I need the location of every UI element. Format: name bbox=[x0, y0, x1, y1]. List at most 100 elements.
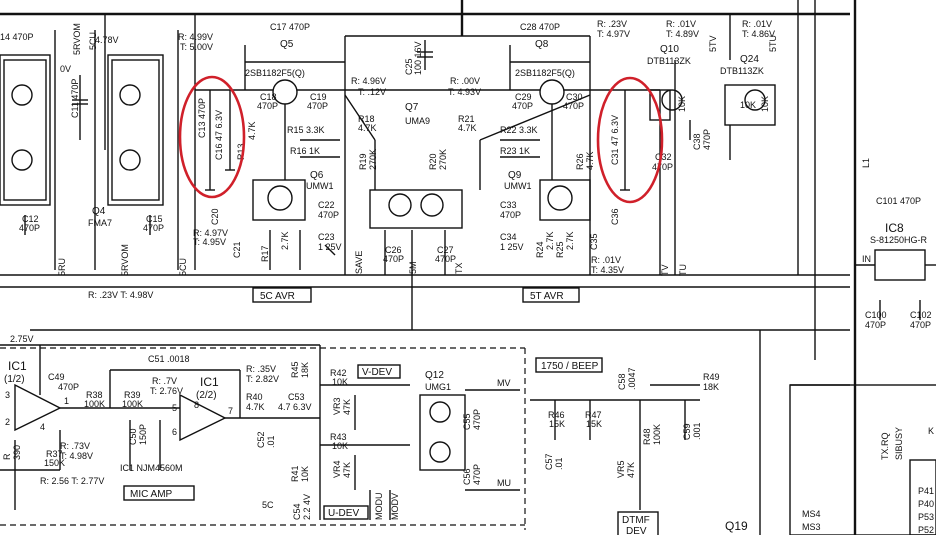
r41-value: 10K bbox=[300, 466, 310, 482]
highlight-circle-c16 bbox=[178, 75, 246, 199]
q12-part: UMG1 bbox=[425, 382, 451, 392]
q7-v-t: T: .12V bbox=[358, 87, 386, 97]
r26-label: R26 bbox=[575, 153, 585, 170]
net-modv: MODV bbox=[390, 493, 400, 520]
q9-v-r: R: .01V bbox=[591, 255, 621, 265]
r15-label: R15 3.3K bbox=[287, 125, 325, 135]
v0-label: 0V bbox=[60, 64, 71, 74]
pin-5: 5 bbox=[172, 403, 177, 413]
r16-label: R16 1K bbox=[290, 146, 320, 156]
c26-value: 470P bbox=[383, 254, 404, 264]
r13-label: R13 bbox=[236, 143, 246, 160]
c22-value: 470P bbox=[318, 210, 339, 220]
net-ms3: MS3 bbox=[802, 522, 821, 532]
c20-label: C20 bbox=[210, 208, 220, 225]
r37-label: R37 bbox=[46, 449, 63, 459]
r39-value: 100K bbox=[122, 399, 143, 409]
net-tx: TX bbox=[454, 262, 464, 274]
vr5-label: VR5 bbox=[616, 460, 626, 478]
c15-label: C15 bbox=[146, 214, 163, 224]
c11-label: C11 470P bbox=[70, 79, 80, 118]
pin-6: 6 bbox=[172, 427, 177, 437]
c51-label: C51 .0018 bbox=[148, 354, 190, 364]
dtmf-label-box: DTMF DEV bbox=[617, 511, 659, 535]
avr-5c-label-box: 5C AVR bbox=[252, 287, 312, 303]
avr-5t-block bbox=[345, 45, 660, 221]
c17-label: C17 470P bbox=[270, 22, 310, 32]
pin-p40: P40 bbox=[918, 499, 934, 509]
vdev-label-box: V-DEV bbox=[357, 364, 401, 379]
beep-label-box: 1750 / BEEP bbox=[535, 357, 603, 373]
q10-v-r: R: .01V bbox=[666, 19, 696, 29]
net-5c: 5C bbox=[262, 500, 274, 510]
c18-label: C18 bbox=[260, 92, 277, 102]
c52-value: .01 bbox=[266, 435, 276, 448]
dtmf-dev-label: DEV bbox=[626, 526, 647, 535]
q7-part: UMA9 bbox=[405, 116, 430, 126]
r45-value: 18K bbox=[300, 362, 310, 378]
c102-label: C102 bbox=[910, 310, 932, 320]
r37-value: 150K bbox=[44, 458, 65, 468]
q10-v-t: T: 4.89V bbox=[666, 29, 699, 39]
r39-label: R39 bbox=[124, 390, 141, 400]
vr5-value: 47K bbox=[626, 462, 636, 478]
c49-value: 470P bbox=[58, 382, 79, 392]
beep-block bbox=[530, 330, 936, 535]
pin-3: 3 bbox=[5, 390, 10, 400]
r24-label: R24 bbox=[535, 241, 545, 258]
ic1-b-v-r: R: .35V bbox=[246, 364, 276, 374]
beep-label: 1750 / BEEP bbox=[541, 361, 599, 372]
c53-value: 4.7 6.3V bbox=[278, 402, 312, 412]
q6-v-r: R: 4.97V bbox=[193, 228, 228, 238]
net-mu: MU bbox=[497, 478, 511, 488]
net-5tv: 5TV bbox=[708, 35, 718, 52]
pin-4: 4 bbox=[40, 422, 45, 432]
r23-label: R23 1K bbox=[500, 146, 530, 156]
v478-label: 4.78V bbox=[95, 35, 119, 45]
r48-value: 100K bbox=[652, 424, 662, 445]
c102-value: 470P bbox=[910, 320, 931, 330]
q7-v-r2: R: .00V bbox=[450, 76, 480, 86]
c23-label: C23 bbox=[318, 232, 335, 242]
c27-value: 470P bbox=[435, 254, 456, 264]
r40-label: R40 bbox=[246, 392, 263, 402]
r38-label: R38 bbox=[86, 390, 103, 400]
ic1a-label: IC1 bbox=[8, 359, 27, 373]
c31-label: C31 47 6.3V bbox=[610, 115, 620, 165]
c53-label: C53 bbox=[288, 392, 305, 402]
c27-label: C27 bbox=[437, 245, 454, 255]
mic-amp-label: MIC AMP bbox=[130, 489, 173, 500]
pin-7: 7 bbox=[228, 406, 233, 416]
res-10k-a: 10K bbox=[677, 96, 687, 112]
r42-value: 10K bbox=[332, 377, 348, 387]
c32-value: 470P bbox=[652, 162, 673, 172]
r-390-label: R bbox=[2, 453, 12, 460]
net-5cu-2: 5CU bbox=[178, 258, 188, 276]
q6-v-t: T: 4.95V bbox=[193, 237, 226, 247]
c55-value: 470P bbox=[472, 409, 482, 430]
c34-value: 1 25V bbox=[500, 242, 524, 252]
dtmf-label: DTMF bbox=[622, 515, 650, 526]
c22-label: C22 bbox=[318, 200, 335, 210]
r43-value: 10K bbox=[332, 441, 348, 451]
r49-value: 18K bbox=[703, 382, 719, 392]
net-5rvom: 5RVOM bbox=[72, 23, 82, 55]
q24-label: Q24 bbox=[740, 54, 759, 65]
c100-value: 470P bbox=[865, 320, 886, 330]
c13-label: C13 470P bbox=[197, 98, 207, 138]
q9-label: Q9 bbox=[508, 170, 522, 181]
ic1-a-v-t: T: 2.76V bbox=[150, 386, 183, 396]
net-ms4: MS4 bbox=[802, 509, 821, 519]
net-in: IN bbox=[862, 254, 871, 264]
c50-label: C50 bbox=[128, 428, 138, 445]
c14-label: 14 470P bbox=[0, 32, 34, 42]
c55-label: C55 bbox=[462, 413, 472, 430]
r20-label: R20 bbox=[428, 153, 438, 170]
r48-label: R48 bbox=[642, 428, 652, 445]
avr-5t-label: 5T AVR bbox=[530, 291, 564, 302]
vr3-label: VR3 bbox=[332, 397, 342, 415]
c56-label: C56 bbox=[462, 468, 472, 485]
r42-label: R42 bbox=[330, 368, 347, 378]
c35-label: C35 bbox=[589, 233, 599, 250]
r40-value: 4.7K bbox=[246, 402, 265, 412]
